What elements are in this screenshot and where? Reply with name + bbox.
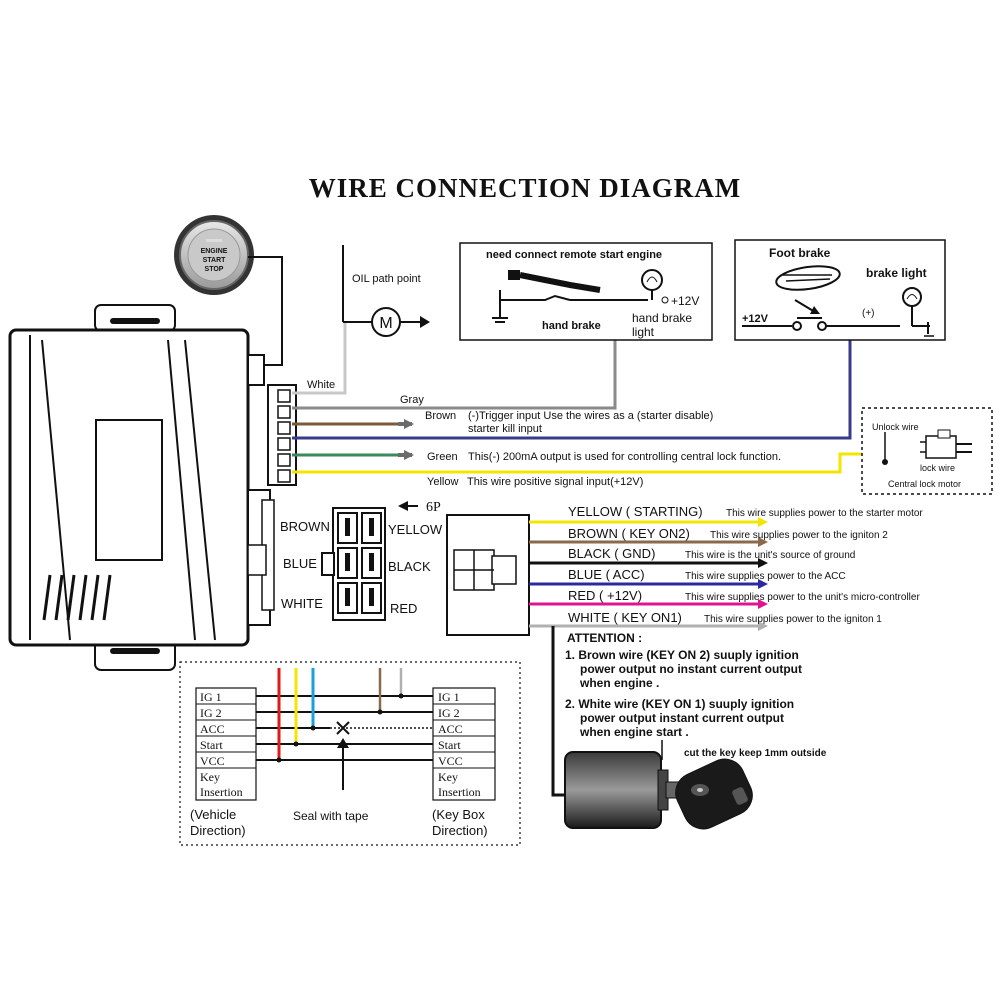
power-white-desc: This wire supplies power to the igniton … xyxy=(704,614,882,625)
power-brown-name: BROWN ( KEY ON2) xyxy=(568,526,690,541)
right-row-ig2: IG 2 xyxy=(438,706,460,720)
key-fob xyxy=(675,758,753,830)
control-unit xyxy=(8,304,297,671)
pin-yellow: YELLOW xyxy=(388,522,443,537)
svg-text:START: START xyxy=(203,257,227,264)
power-black-name: BLACK ( GND) xyxy=(568,546,655,561)
attention-2-line3: when engine start . xyxy=(579,725,689,739)
lock-wire-label: lock wire xyxy=(920,463,955,473)
power-yellow-desc: This wire supplies power to the starter … xyxy=(726,508,923,519)
hand-brake-volt: +12V xyxy=(671,294,699,308)
right-row-acc: ACC xyxy=(438,722,463,736)
wire-brown-note2: starter kill input xyxy=(468,423,542,435)
attention-2-line2: power output instant current output xyxy=(580,711,784,725)
oil-path-label: OIL path point xyxy=(352,273,421,285)
right-row-start: Start xyxy=(438,738,461,752)
vehicle-direction-line2: Direction) xyxy=(190,823,246,838)
brake-light-label: brake light xyxy=(866,266,927,280)
hand-brake-light-line1: hand brake xyxy=(632,311,692,325)
left-row-insertion: Insertion xyxy=(200,785,243,799)
left-row-start: Start xyxy=(200,738,223,752)
power-red-desc: This wire supplies power to the unit's m… xyxy=(685,592,920,603)
right-row-key: Key xyxy=(438,770,458,784)
right-row-vcc: VCC xyxy=(438,754,463,768)
power-wires xyxy=(529,517,768,631)
power-white-name: WHITE ( KEY ON1) xyxy=(568,610,682,625)
vehicle-direction-line1: (Vehicle xyxy=(190,807,236,822)
oil-path-motor: M xyxy=(342,245,430,337)
ignition-table xyxy=(179,661,521,846)
power-black-desc: This wire is the unit's source of ground xyxy=(685,550,855,561)
keybox-direction-line1: (Key Box xyxy=(432,807,485,822)
key-note: cut the key keep 1mm outside xyxy=(684,748,827,759)
motor-symbol: M xyxy=(379,315,392,332)
wire-green-label: Green xyxy=(427,451,458,463)
right-row-insertion: Insertion xyxy=(438,785,481,799)
seal-with-tape: Seal with tape xyxy=(293,809,369,823)
harness-plug xyxy=(446,514,530,636)
wire-yellow-label: Yellow xyxy=(427,476,458,488)
pin-red: RED xyxy=(390,601,417,616)
central-lock-motor-label: Central lock motor xyxy=(888,479,961,489)
svg-text:STOP: STOP xyxy=(205,266,224,273)
foot-brake-volt: +12V xyxy=(742,313,769,325)
upper-wires xyxy=(292,300,885,474)
central-lock-box xyxy=(861,407,993,495)
hand-brake-box-title: need connect remote start engine xyxy=(486,249,662,261)
pin-black: BLACK xyxy=(388,559,431,574)
attention-title: ATTENTION : xyxy=(567,631,642,645)
attention-1-line2: power output no instant current output xyxy=(580,662,802,676)
svg-text:ENGINE: ENGINE xyxy=(201,248,228,255)
power-red-name: RED ( +12V) xyxy=(568,588,642,603)
pin-white: WHITE xyxy=(281,596,323,611)
left-row-ig2: IG 2 xyxy=(200,706,222,720)
wire-white-label: White xyxy=(307,379,335,391)
right-row-ig1: IG 1 xyxy=(438,690,460,704)
left-row-acc: ACC xyxy=(200,722,225,736)
keybox-direction-line2: Direction) xyxy=(432,823,488,838)
left-row-vcc: VCC xyxy=(200,754,225,768)
left-row-key: Key xyxy=(200,770,220,784)
engine-start-button: ENGINE START STOP xyxy=(174,215,254,295)
foot-brake-box xyxy=(734,239,946,341)
connector-6p xyxy=(321,501,418,621)
wire-yellow-note: This wire positive signal input(+12V) xyxy=(467,476,643,488)
power-yellow-name: YELLOW ( STARTING) xyxy=(568,504,703,519)
button-cable xyxy=(248,256,283,366)
wire-gray-label: Gray xyxy=(400,394,424,406)
pin-blue: BLUE xyxy=(283,556,317,571)
diagram-title: WIRE CONNECTION DIAGRAM xyxy=(309,173,742,203)
attention-2-line1: 2. White wire (KEY ON 1) suuply ignition xyxy=(565,697,794,711)
foot-brake-plus: (+) xyxy=(862,308,875,319)
power-blue-desc: This wire supplies power to the ACC xyxy=(685,571,846,582)
power-brown-desc: This wire supplies power to the igniton … xyxy=(710,530,888,541)
pin-brown: BROWN xyxy=(280,519,330,534)
wire-brown-label: Brown xyxy=(425,410,456,422)
hand-brake-light-line2: light xyxy=(632,325,655,339)
connector-6p-label: 6P xyxy=(426,500,441,515)
unlock-wire-label: Unlock wire xyxy=(872,422,919,432)
wire-brown-note: (-)Trigger input Use the wires as a (sta… xyxy=(468,410,713,422)
attention-1-line1: 1. Brown wire (KEY ON 2) suuply ignition xyxy=(565,648,799,662)
foot-brake-title: Foot brake xyxy=(769,246,831,260)
power-blue-name: BLUE ( ACC) xyxy=(568,567,645,582)
wire-green-note: This(-) 200mA output is used for control… xyxy=(468,451,781,463)
hand-brake-label: hand brake xyxy=(542,320,601,332)
hand-brake-box xyxy=(459,242,713,341)
left-row-ig1: IG 1 xyxy=(200,690,222,704)
attention-1-line3: when engine . xyxy=(579,676,659,690)
